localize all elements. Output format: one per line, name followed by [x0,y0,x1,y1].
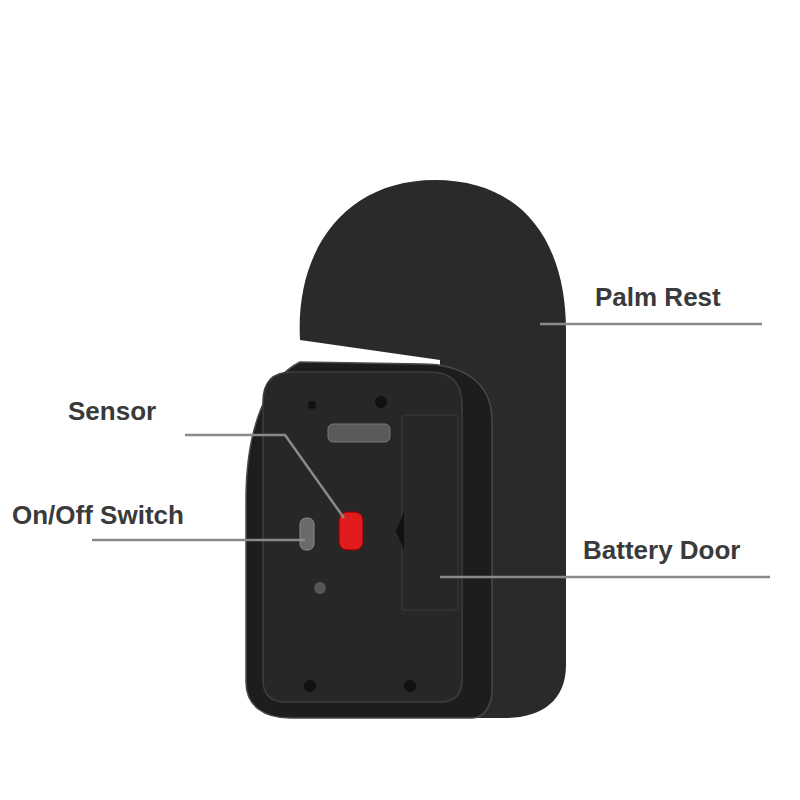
foot-dot [304,680,316,692]
leader-line [440,576,770,579]
side-notch [396,512,404,550]
power-switch [300,518,314,550]
screw-dot [375,396,387,408]
leader-line [92,539,305,542]
bottom-plate [263,372,462,702]
leader-line [540,323,762,326]
foot-dot [404,680,416,692]
screw-dot [308,401,316,409]
screw-dot [314,582,326,594]
leader-line [185,435,344,518]
top-slot [328,424,390,442]
part-label: On/Off Switch [12,500,184,530]
battery-door-outline [402,415,458,610]
part-label: Sensor [68,396,156,426]
part-label: Battery Door [583,535,740,565]
part-label: Palm Rest [595,282,721,312]
